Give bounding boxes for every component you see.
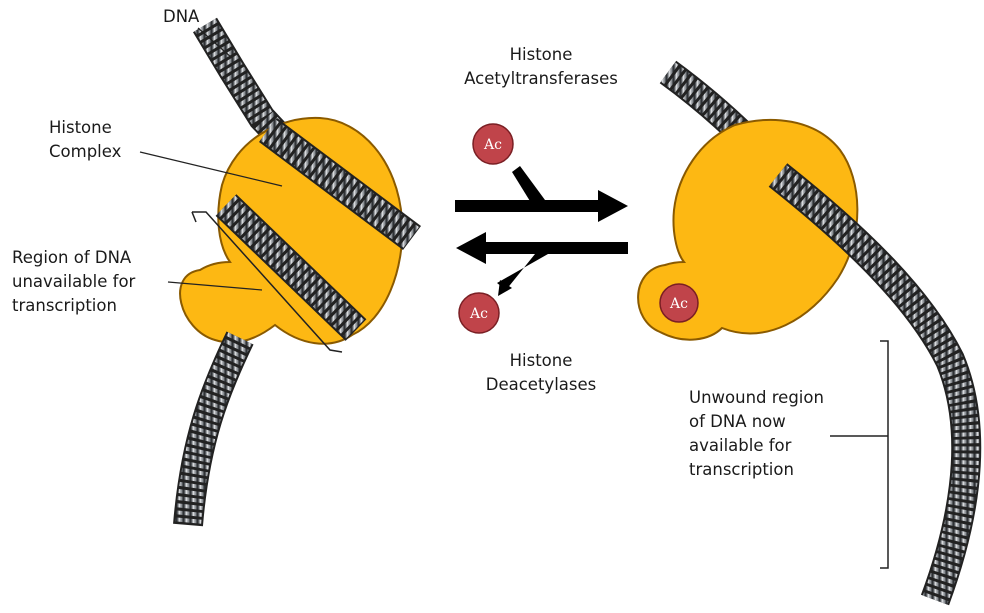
- region-unavailable-label: Region of DNA unavailable for transcript…: [12, 246, 135, 318]
- region-line-3: transcription: [12, 294, 135, 318]
- unwound-region-label: Unwound region of DNA now available for …: [689, 386, 824, 482]
- unwound-line-3: available for: [689, 434, 824, 458]
- svg-text:Ac: Ac: [469, 306, 488, 322]
- histone-complex-line-2: Complex: [49, 140, 121, 164]
- ac-badge-released: Ac: [459, 293, 499, 333]
- svg-text:Ac: Ac: [669, 296, 688, 312]
- unwound-line-4: transcription: [689, 458, 824, 482]
- deacetylases-line-2: Deacetylases: [446, 373, 636, 397]
- acetylation-arrow: [455, 166, 628, 222]
- left-dna-lower: [188, 338, 240, 525]
- region-line-2: unavailable for: [12, 270, 135, 294]
- ac-badge-incoming: Ac: [473, 124, 513, 164]
- svg-text:Ac: Ac: [483, 137, 502, 153]
- histone-complex-label: Histone Complex: [49, 116, 121, 164]
- unwound-bracket: [830, 341, 888, 568]
- histone-complex-line-1: Histone: [49, 116, 121, 140]
- acetyltransferases-line-2: Acetyltransferases: [446, 67, 636, 91]
- region-line-1: Region of DNA: [12, 246, 135, 270]
- dna-label: DNA: [163, 5, 199, 29]
- acetyltransferases-line-1: Histone: [446, 43, 636, 67]
- ac-badge-bound: Ac: [660, 284, 698, 322]
- deacetylases-line-1: Histone: [446, 349, 636, 373]
- unwound-line-2: of DNA now: [689, 410, 824, 434]
- deacetylases-label: Histone Deacetylases: [446, 349, 636, 397]
- acetyltransferases-label: Histone Acetyltransferases: [446, 43, 636, 91]
- deacetylation-arrow: [456, 232, 628, 296]
- unwound-line-1: Unwound region: [689, 386, 824, 410]
